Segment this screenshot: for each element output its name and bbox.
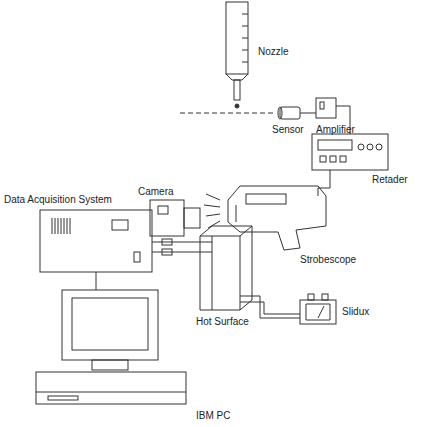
amplifier-label: Amplifier bbox=[316, 124, 355, 136]
hot-surface-label: Hot Surface bbox=[196, 316, 249, 328]
daq-figure bbox=[40, 210, 152, 284]
sensor-label: Sensor bbox=[272, 124, 304, 136]
nozzle-label: Nozzle bbox=[258, 46, 289, 58]
hot-surface-figure bbox=[200, 226, 300, 318]
daq-label: Data Acquisition System bbox=[4, 194, 112, 206]
pc-figure bbox=[36, 284, 186, 404]
slidux-label: Slidux bbox=[342, 306, 369, 318]
camera-figure bbox=[150, 200, 200, 236]
strobescope-figure bbox=[204, 186, 326, 250]
thermocouple-wires bbox=[152, 239, 212, 255]
retader-label: Retader bbox=[372, 174, 408, 186]
pc-label: IBM PC bbox=[196, 410, 230, 422]
nozzle-figure bbox=[226, 2, 248, 108]
sensor-figure bbox=[278, 107, 316, 119]
camera-label: Camera bbox=[138, 186, 174, 198]
slidux-figure bbox=[300, 294, 336, 324]
strobescope-label: Strobescope bbox=[300, 254, 356, 266]
light-beam bbox=[180, 113, 276, 114]
retader-figure bbox=[312, 134, 388, 196]
